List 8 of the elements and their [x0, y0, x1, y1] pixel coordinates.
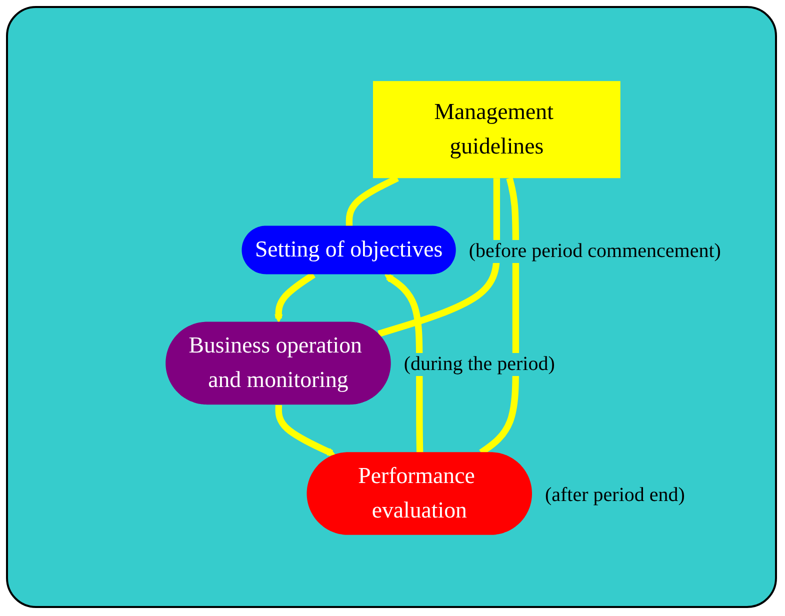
node-box: [166, 322, 391, 405]
connector: [378, 178, 500, 338]
arrow: [274, 272, 316, 323]
node-box: [242, 226, 456, 274]
node-box: [306, 452, 532, 535]
panel-background: Management guidelines Setting of objectives Business operation and monitoring Performance evaluation (before period commencement) (during the period) (after period end): [6, 6, 777, 608]
node-box: [373, 81, 620, 178]
arrow: [384, 274, 424, 453]
